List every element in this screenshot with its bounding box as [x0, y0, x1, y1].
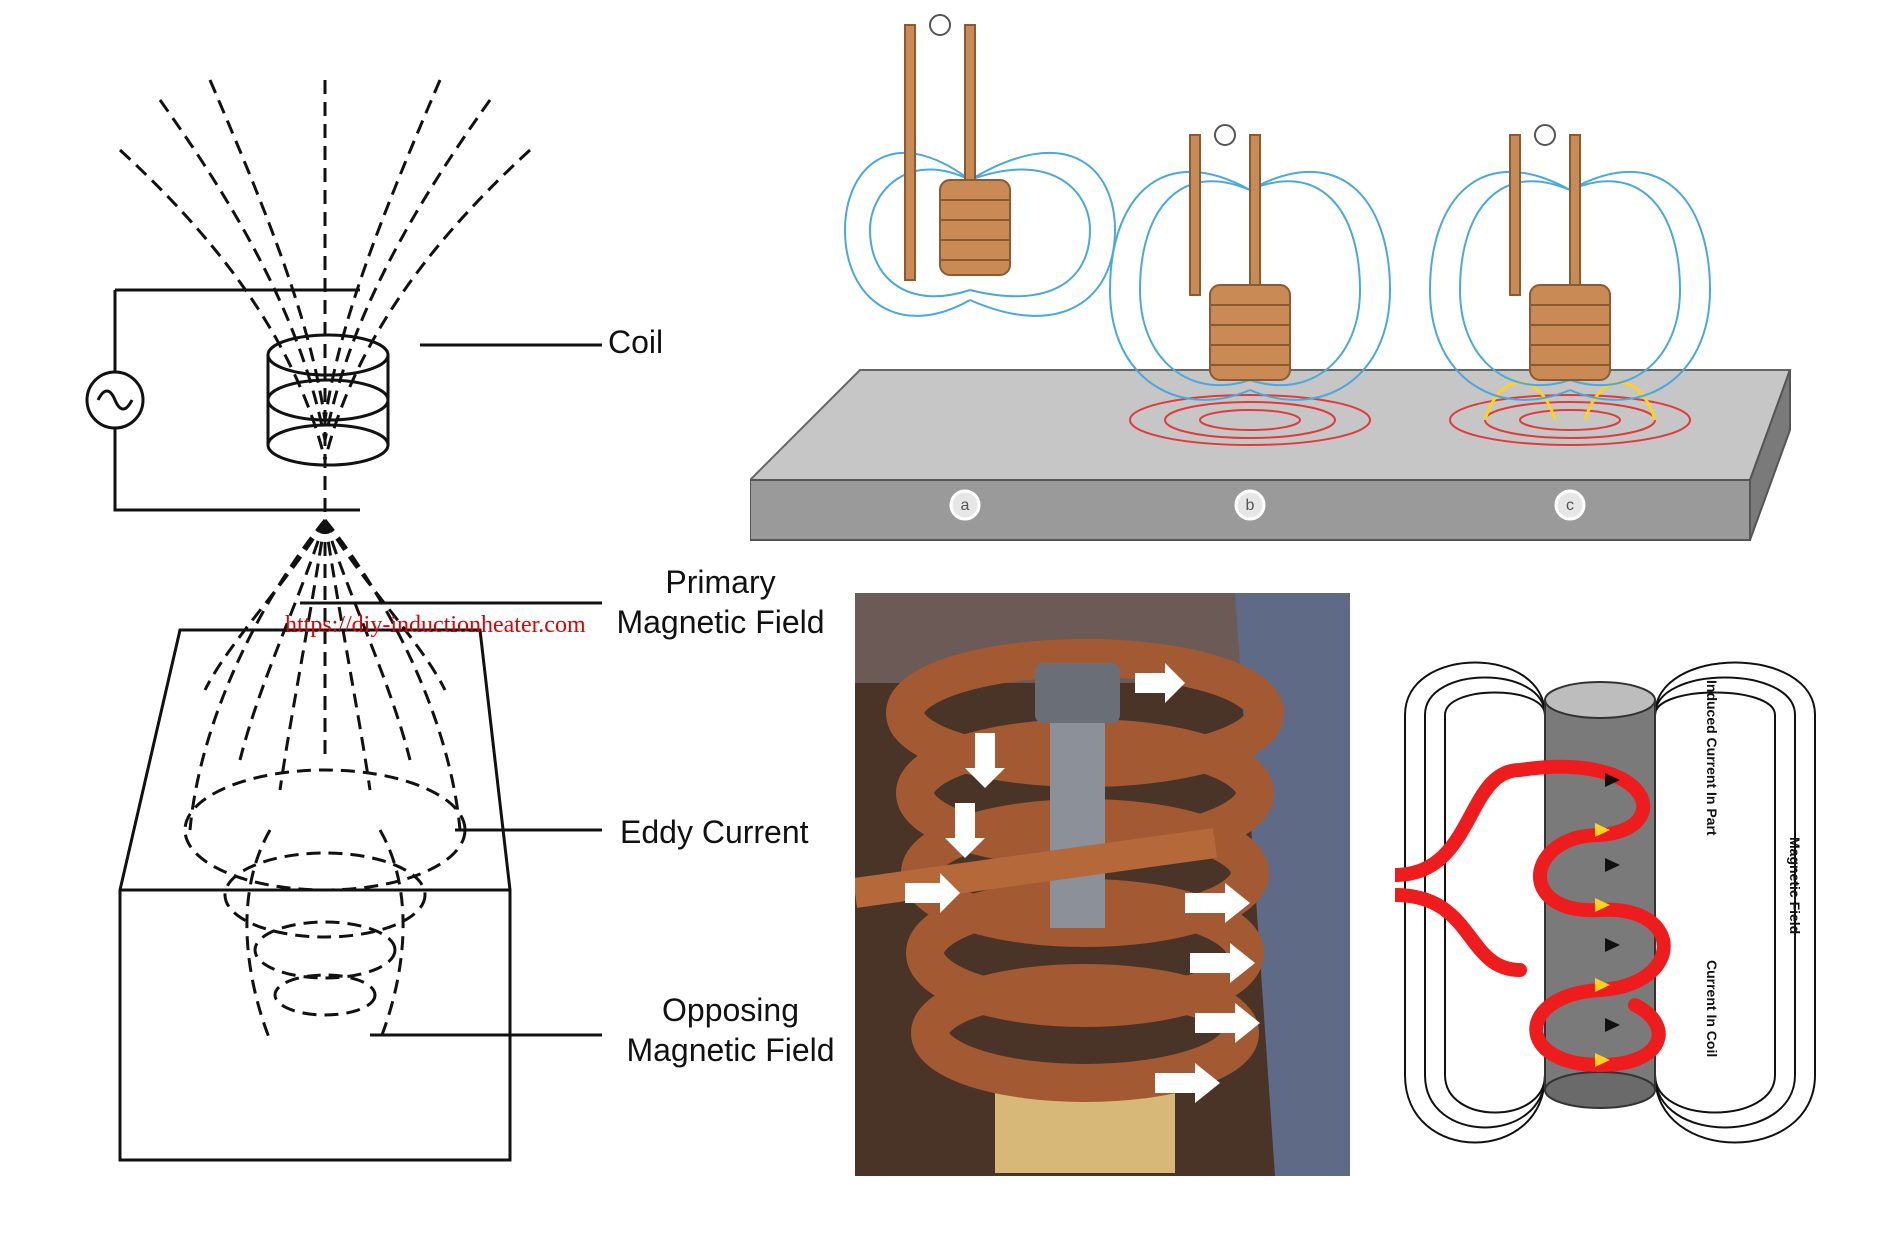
- field-loop: [1424, 676, 1546, 1129]
- opposing-field-line1: Opposing: [662, 992, 799, 1028]
- coil-cylinder-diagram: Induced Current In Part Current In Coil …: [1395, 661, 1816, 1144]
- current-arrow: [1185, 883, 1250, 923]
- eddy-ring: [1199, 409, 1301, 431]
- primary-field-line2: Magnetic Field: [616, 604, 825, 640]
- coil-conductor: [1395, 759, 1671, 1073]
- opposing-field-label: Opposing Magnetic Field: [618, 990, 843, 1070]
- stage-marker-b: [1234, 489, 1266, 521]
- field-line: [158, 99, 327, 441]
- coil-label: Coil: [608, 324, 664, 360]
- stage-marker-a: [949, 489, 981, 521]
- bolt: [1050, 688, 1105, 928]
- field-line: [188, 519, 327, 831]
- induced-current-arrow: [1605, 938, 1620, 952]
- coil-current-arrow: [1595, 1053, 1610, 1067]
- field-line: [323, 519, 462, 831]
- field-line: [323, 519, 372, 791]
- field-loop: [1654, 676, 1796, 1129]
- workpiece: [118, 628, 512, 1162]
- coil-lead: [1189, 134, 1201, 296]
- coil-a: [939, 179, 1011, 276]
- current-arrow: [945, 803, 985, 858]
- cylinder-top: [1544, 681, 1656, 719]
- coil-lead: [1509, 134, 1521, 296]
- field-line: [323, 519, 412, 761]
- coil-lead: [1249, 134, 1261, 286]
- opposing-field-line: [245, 829, 272, 1041]
- induced-current-label: Induced Current In Part: [1704, 680, 1720, 836]
- induced-current-arrow: [1605, 1018, 1620, 1032]
- eddy-current-label: Eddy Current: [620, 814, 809, 850]
- current-arrow: [1190, 943, 1255, 983]
- coil-current-arrow: [1595, 978, 1610, 992]
- eddy-current-loop: [183, 768, 467, 892]
- coil-lead: [1569, 134, 1581, 286]
- workpiece-cylinder: [1544, 699, 1656, 1091]
- eddy-ring: [1449, 394, 1691, 446]
- stage-marker-c: [1554, 489, 1586, 521]
- coil-b: [1209, 284, 1291, 381]
- induced-current-arrow: [1605, 858, 1620, 872]
- watermark-text: https://diy-inductionheater.com: [285, 612, 586, 638]
- eddy-current-loop: [223, 851, 427, 939]
- field-line: [203, 519, 327, 691]
- coil-lead: [904, 24, 916, 281]
- induction-principle-diagram: [85, 79, 602, 1162]
- current-arrow: [1155, 1063, 1220, 1103]
- field-line: [238, 519, 327, 761]
- opposing-field-line2: Magnetic Field: [626, 1032, 835, 1068]
- coil-current-arrow: [1595, 898, 1610, 912]
- field-loop: [1654, 691, 1776, 1114]
- primary-field-line1: Primary: [665, 564, 776, 600]
- current-arrow: [905, 873, 960, 913]
- current-arrow: [1135, 663, 1185, 703]
- current-arrow: [965, 733, 1005, 788]
- stage-label-a: a: [961, 497, 970, 514]
- field-line: [323, 99, 492, 441]
- eddy-current-loop: [253, 920, 397, 980]
- current-arrow: [1195, 1003, 1260, 1043]
- copper-coil-photo: [855, 593, 1350, 1176]
- coil-lead: [964, 24, 976, 186]
- field-loop: [1654, 661, 1816, 1144]
- field-loop: [1404, 661, 1546, 1144]
- eddy-ring: [1129, 394, 1371, 446]
- magnetic-field-label: Magnetic Field: [1787, 837, 1803, 934]
- induced-current-arrow: [1605, 773, 1620, 787]
- coil-current-label: Current In Coil: [1704, 960, 1720, 1057]
- field-line: [278, 519, 327, 791]
- bolt-head: [1035, 663, 1120, 723]
- eddy-ring: [1519, 409, 1621, 431]
- field-loop: [1444, 691, 1546, 1114]
- ac-source-icon: [1534, 124, 1556, 146]
- ac-source-icon: [1214, 124, 1236, 146]
- coil-c: [1529, 284, 1611, 381]
- eddy-current-loop: [273, 973, 377, 1017]
- field-line: [323, 79, 442, 421]
- supply-wire: [113, 290, 360, 512]
- field-line: [323, 519, 447, 691]
- stage-label-c: c: [1566, 497, 1574, 514]
- ac-source-icon: [929, 14, 951, 36]
- coil-conductor: [1395, 888, 1527, 977]
- stage-label-b: b: [1246, 497, 1255, 514]
- slab-side: [1749, 369, 1791, 541]
- opposing-field-line: [378, 829, 405, 1041]
- primary-field-label: Primary Magnetic Field: [608, 562, 833, 642]
- coil-current-arrow: [1595, 823, 1610, 837]
- workpiece-field-diagram: a b c: [750, 14, 1792, 541]
- eddy-ring: [1164, 401, 1336, 439]
